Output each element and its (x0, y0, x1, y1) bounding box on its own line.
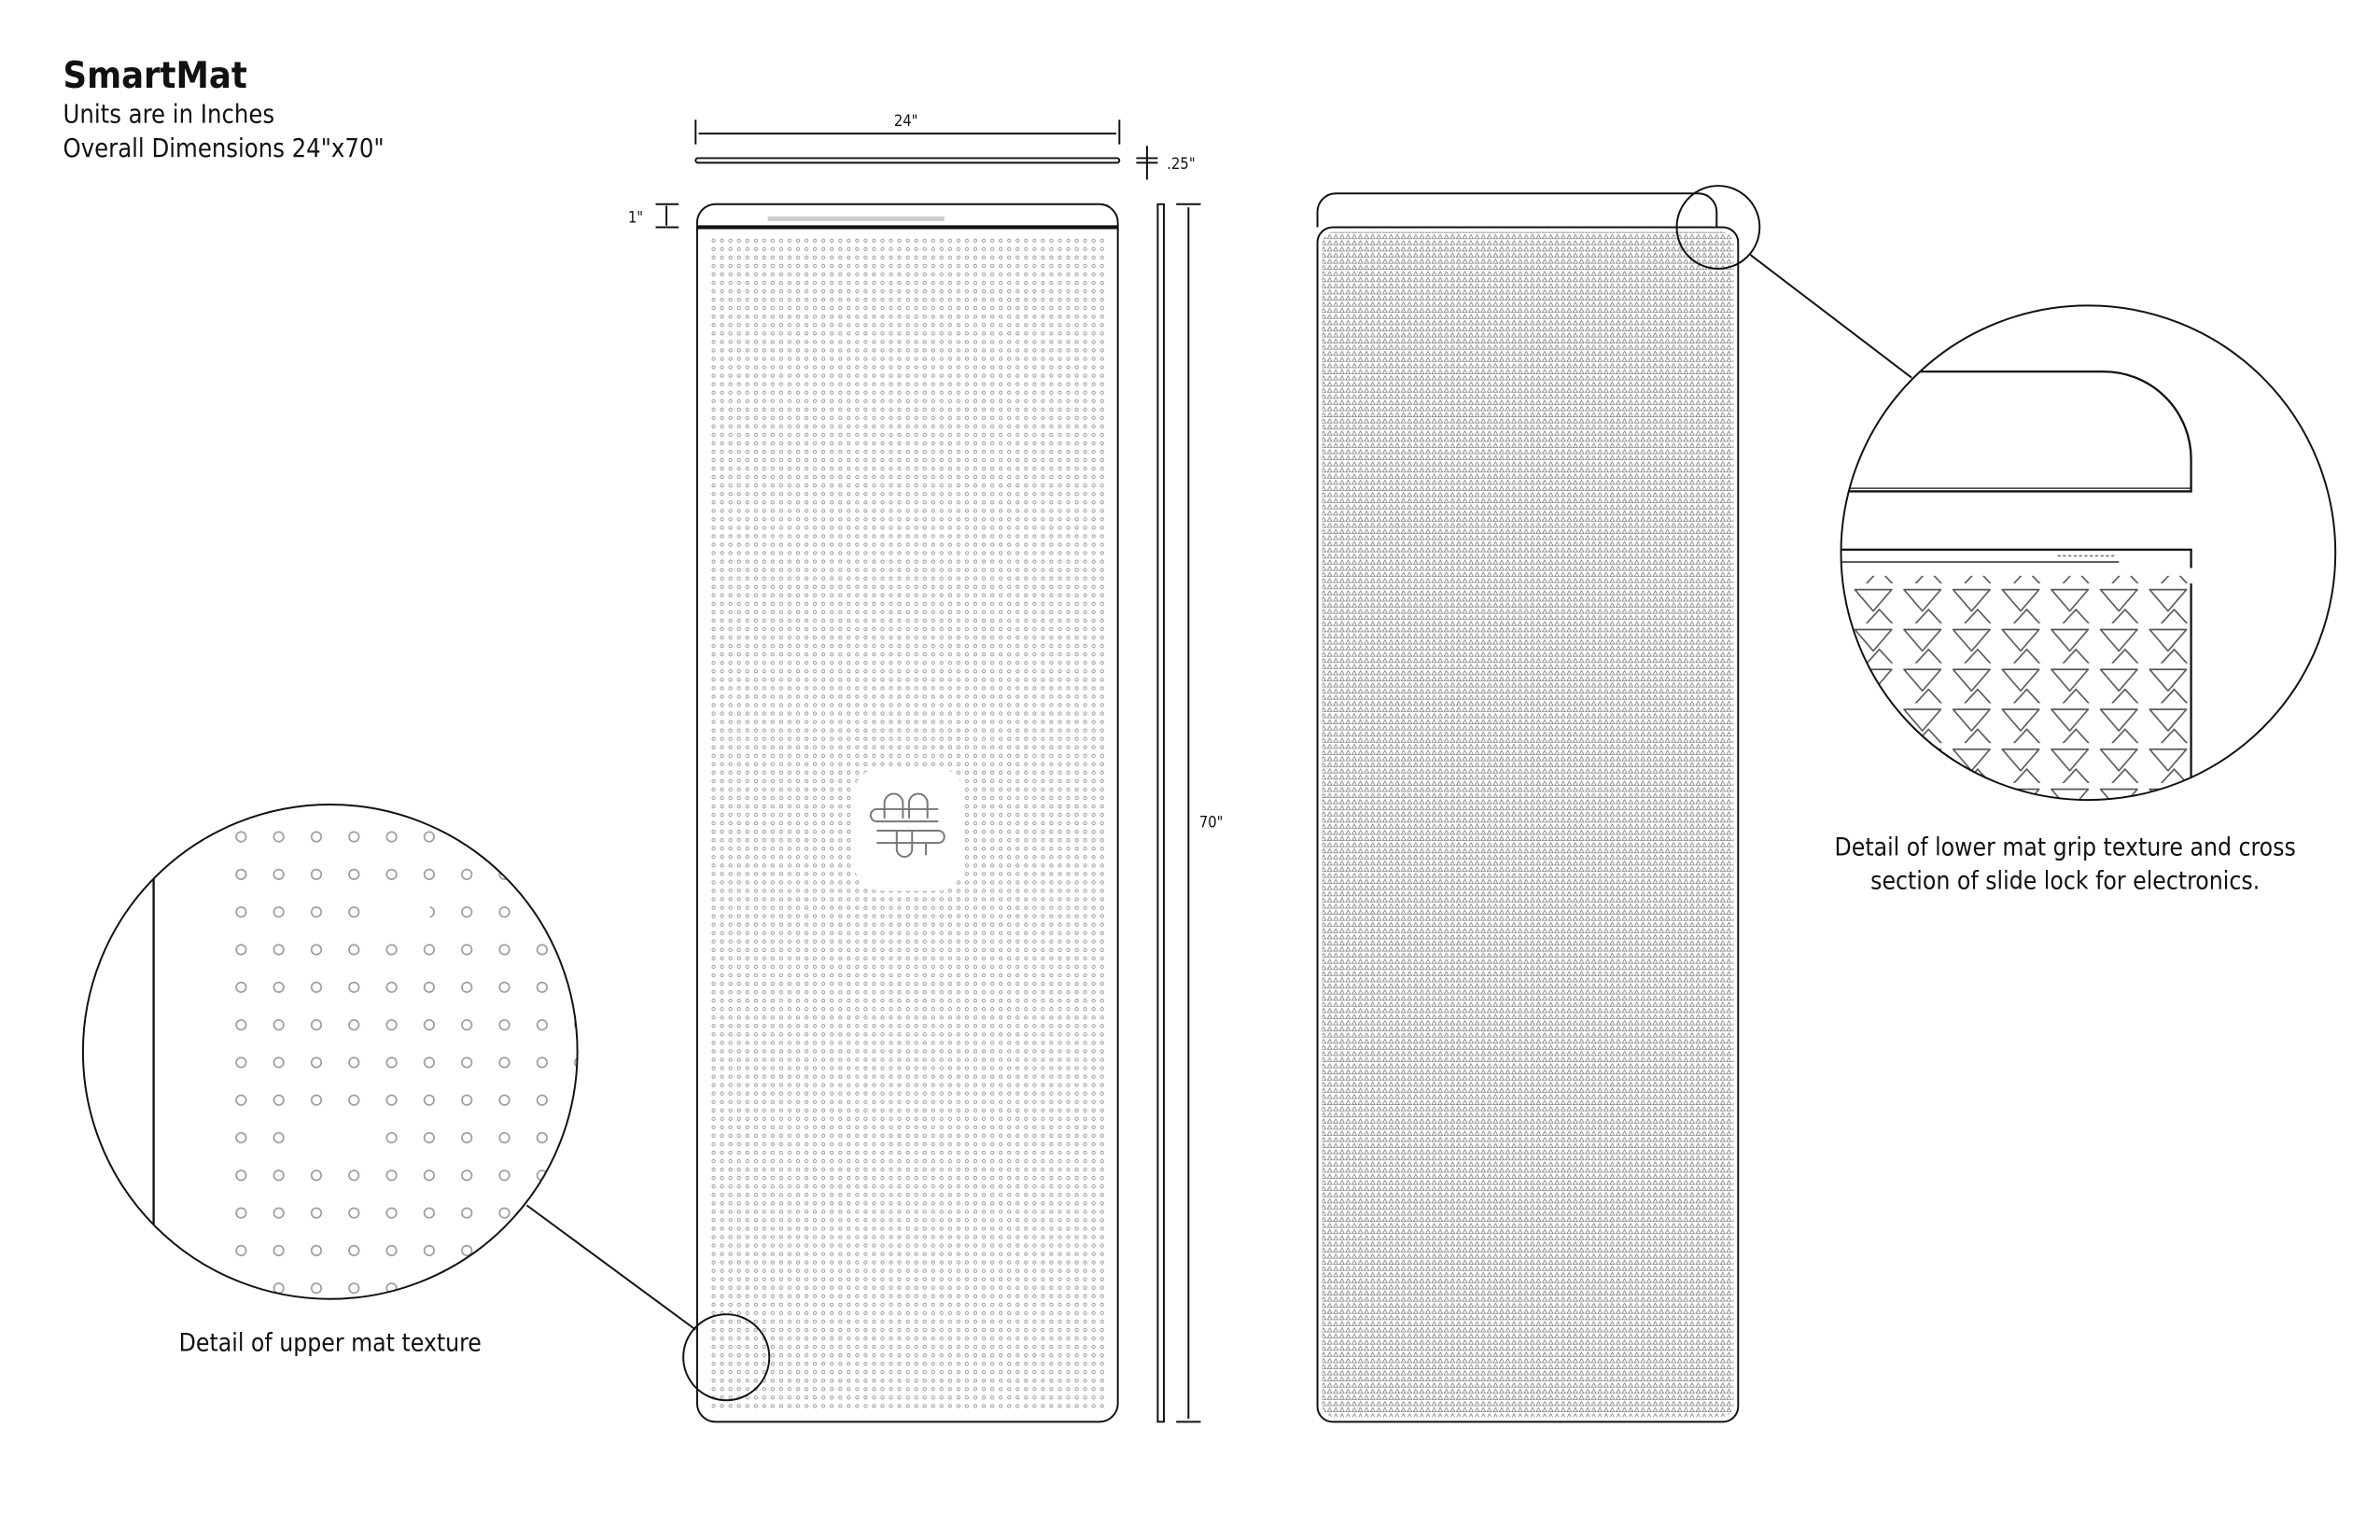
upper-detail-caption: Detail of upper mat texture (179, 1330, 482, 1358)
length-dimension: 70" (1176, 203, 1232, 1423)
header-height-label: 1" (628, 209, 643, 227)
drawing-title: SmartMat (63, 54, 247, 97)
upper-texture-detail: Detail of upper mat texture (81, 804, 771, 1402)
thickness-dimension: .25" (1136, 146, 1196, 180)
logo-icon (869, 792, 945, 858)
lower-texture-detail: Detail of lower mat grip texture and cro… (1675, 185, 2337, 895)
units-note: Units are in Inches (63, 101, 275, 130)
overall-dimensions: Overall Dimensions 24"x70" (63, 134, 385, 163)
lower-detail-caption-1: Detail of lower mat grip texture and cro… (1835, 833, 2296, 861)
width-dimension: 24" (694, 112, 1121, 145)
thickness-label: .25" (1167, 155, 1195, 173)
front-mat-view: 1" (628, 203, 1119, 1423)
top-profile-view (694, 157, 1121, 164)
width-label: 24" (894, 112, 918, 130)
lower-detail-caption-2: section of slide lock for electronics. (1870, 867, 2260, 895)
header-dimension: 1" (628, 203, 679, 229)
back-mat-view (1316, 192, 1740, 1423)
length-label: 70" (1199, 814, 1224, 832)
side-profile-view (1156, 203, 1166, 1423)
